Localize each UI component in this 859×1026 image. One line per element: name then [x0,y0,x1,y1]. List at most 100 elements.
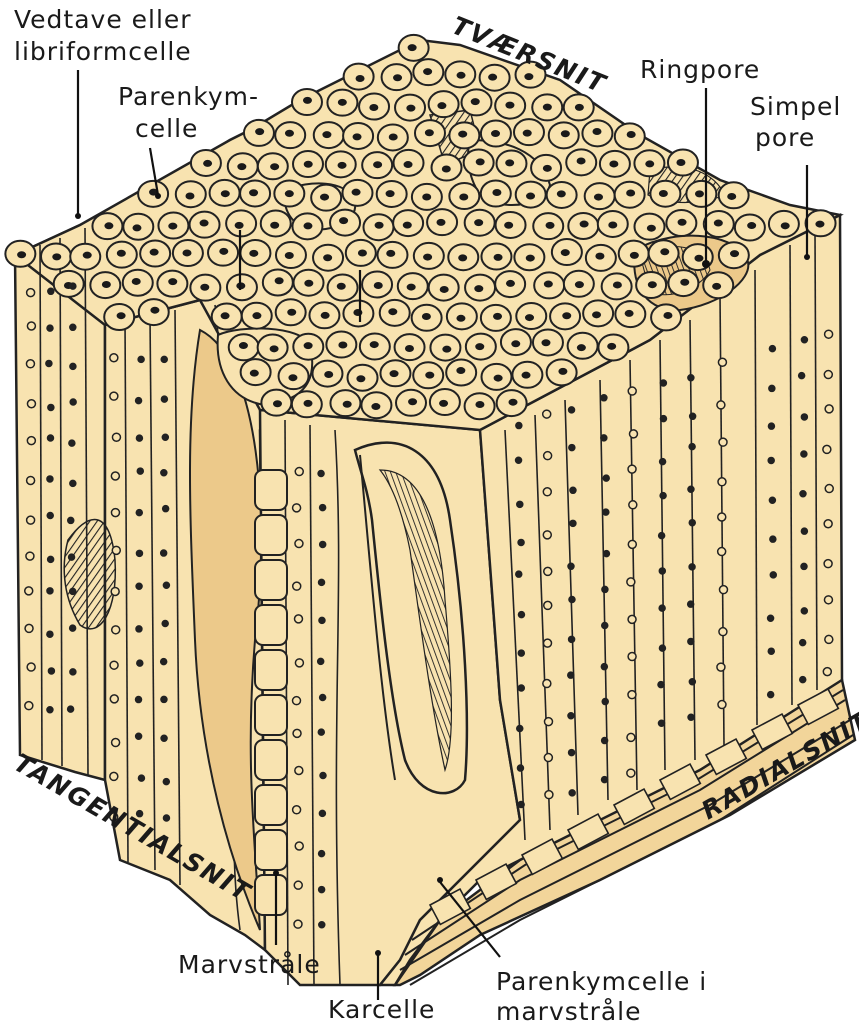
pit [163,506,169,512]
pit [659,645,665,651]
pit [825,635,833,643]
cell-lumen [150,249,159,256]
cell-lumen [255,128,264,135]
pit [659,568,665,574]
pit [70,324,76,330]
cell-lumen [239,342,248,349]
pit [47,631,53,637]
cell-lumen [730,250,739,257]
pit [319,887,325,893]
pit [318,470,324,476]
pit [68,517,74,523]
cell-lumen [304,342,313,349]
cell-lumen [356,375,365,382]
pit [658,720,664,726]
cell-lumen [475,343,484,350]
pit [293,729,301,737]
leader-ray-parenchyma-dot [437,877,443,883]
pit [136,697,142,703]
cell-lumen [235,222,244,229]
pit [26,552,34,560]
pit [768,615,774,621]
pit [602,622,608,628]
pit [293,806,301,814]
cell-lumen [356,75,365,82]
pit [801,528,807,534]
pit [162,434,168,440]
pit [601,395,607,401]
pit [25,624,33,632]
cell-lumen [371,403,380,410]
pit [801,451,807,457]
ray-cell [255,560,287,600]
pit [544,718,552,726]
pit [770,572,776,578]
pit [161,659,167,665]
cell-lumen [408,44,417,51]
pit [629,501,637,509]
cell-lumen [648,281,657,288]
cell-lumen [323,254,332,261]
cell-lumen [388,308,397,315]
label-parenchyma-line1: Parenkym- [118,82,259,111]
pit [69,554,75,560]
pit [717,401,725,409]
pit [628,615,636,623]
cell-lumen [343,401,352,408]
cell-lumen [660,248,669,255]
pit [825,485,833,493]
pit [516,457,522,463]
cell-lumen [423,68,432,75]
cell-lumen [389,134,398,141]
label-parenchyma-line2: celle [135,114,198,143]
pit [70,669,76,675]
cell-lumen [200,220,209,227]
leader-vessel-dot [375,950,381,956]
cell-lumen [456,367,465,374]
pit [47,588,53,594]
cell-lumen [476,158,485,165]
pit [161,396,167,402]
cell-lumen [285,190,294,197]
cell-lumen [544,281,553,288]
cell-lumen [422,313,431,320]
pit [768,423,774,429]
cell-lumen [457,72,466,79]
cell-lumen [509,399,518,406]
pit [799,373,805,379]
cell-lumen [557,190,566,197]
pit [112,626,120,634]
pit [136,583,142,589]
pit [568,672,574,678]
pit [768,648,774,654]
pit [801,608,807,614]
cell-lumen [543,165,552,172]
pit [295,842,303,850]
ray-cell [255,695,287,735]
cell-lumen [303,400,312,407]
cell-lumen [117,250,126,257]
pit [568,563,574,569]
cell-lumen [488,74,497,81]
pit [800,677,806,683]
pit [70,399,76,405]
pit [801,414,807,420]
cell-lumen [270,345,279,352]
cell-lumen [437,102,446,109]
cell-lumen [727,193,736,200]
cell-lumen [504,222,513,229]
cell-lumen [505,102,514,109]
pit [295,540,303,548]
pit [824,520,832,528]
pit [544,754,552,762]
pit [295,766,303,774]
pit [601,435,607,441]
cell-lumen [352,189,361,196]
cell-lumen [83,252,92,259]
cell-lumen [322,131,331,138]
pit [569,407,575,413]
pit [319,617,325,623]
cell-lumen [440,286,449,293]
pit [26,360,34,368]
pit [628,387,636,395]
